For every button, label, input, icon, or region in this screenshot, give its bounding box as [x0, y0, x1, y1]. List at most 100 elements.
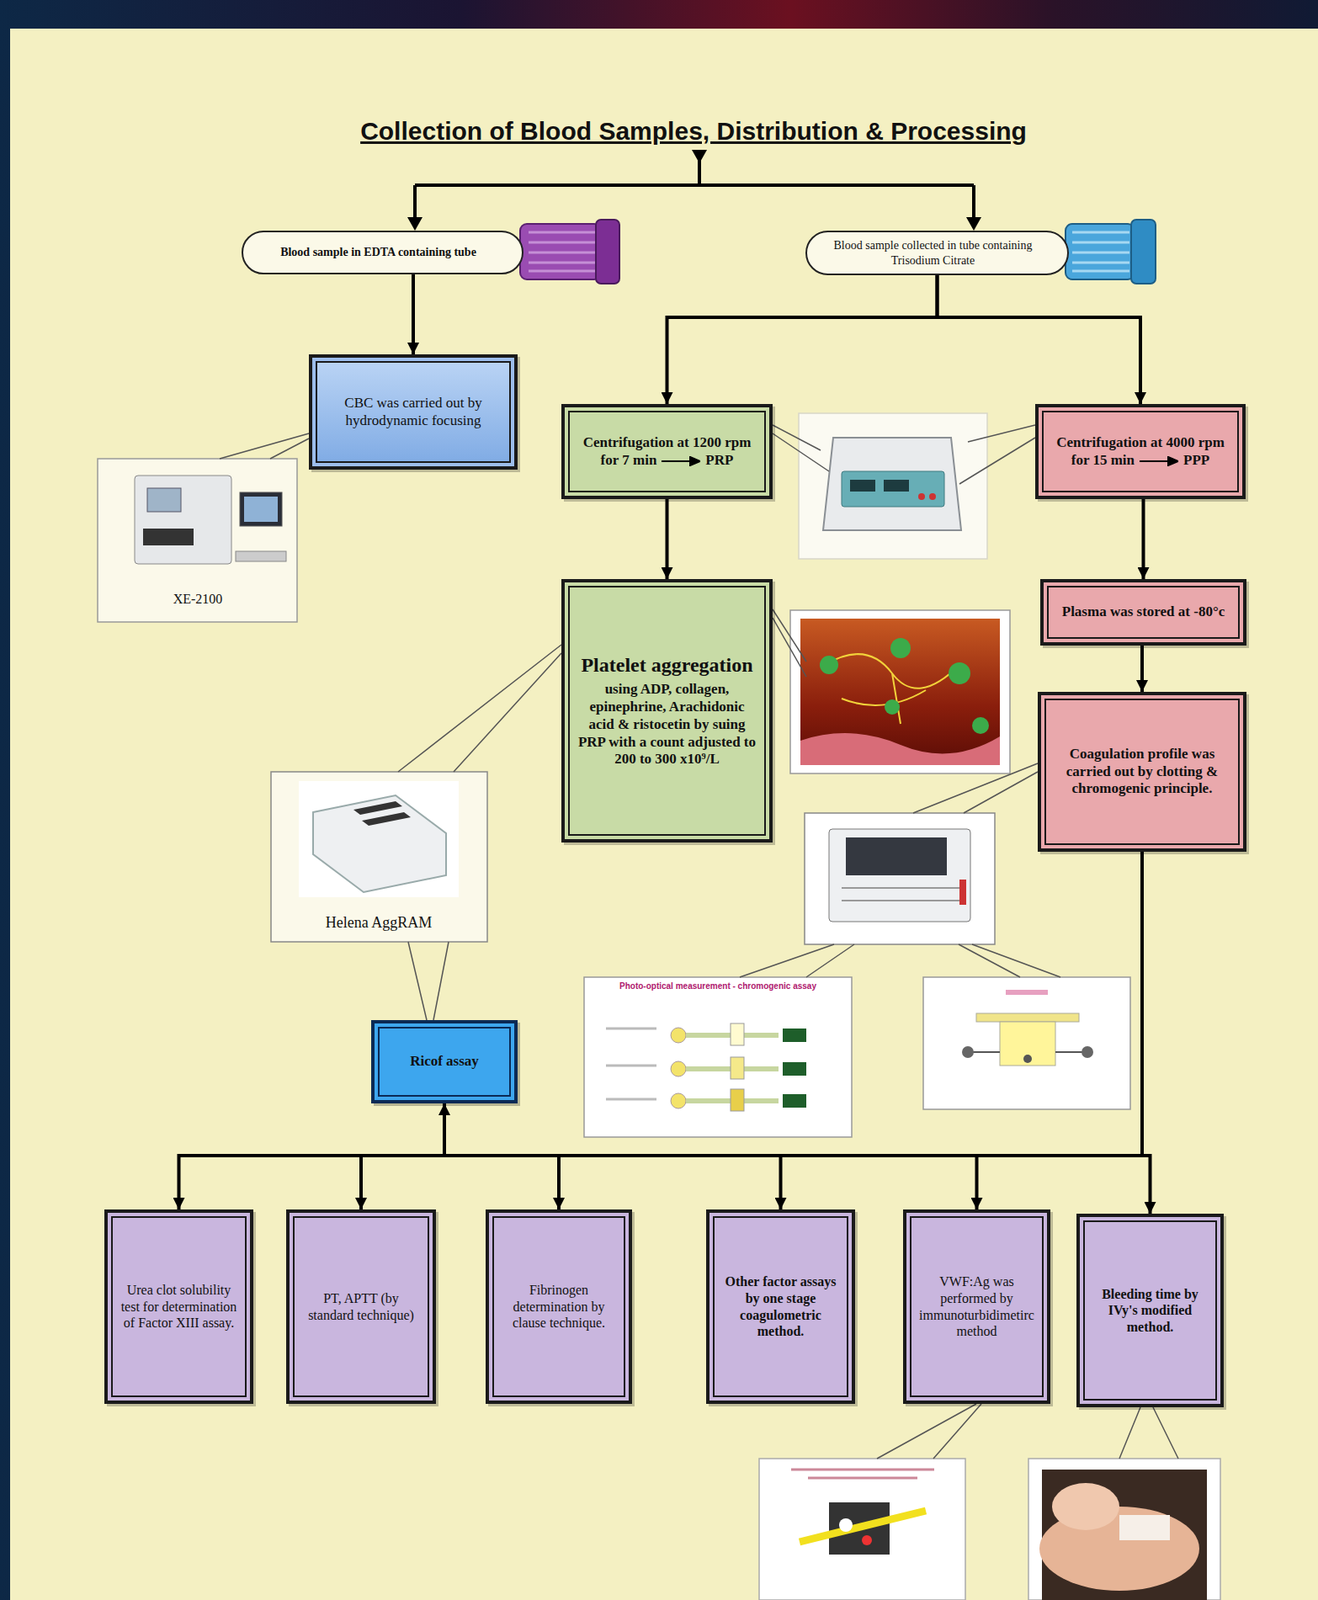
picture-frame [804, 813, 995, 945]
connector-arrow [361, 851, 1143, 1210]
arrow-head [691, 149, 707, 164]
connector-arrow [1142, 499, 1146, 580]
clot-coil [1081, 1046, 1094, 1058]
platelet-cell [948, 662, 971, 685]
readout [782, 1028, 807, 1042]
panel-heading-bar [1005, 989, 1048, 995]
inline-arrow-shape [661, 457, 701, 466]
tube-cap [595, 219, 620, 284]
node-text-group: PT, APTT (by standard technique) [301, 1290, 421, 1324]
process-box: Coagulation profile was carried out by c… [1037, 691, 1247, 852]
node-text: Urea clot solubility test for determinat… [119, 1281, 239, 1332]
title-connector [414, 151, 974, 219]
light-beam [799, 1510, 926, 1542]
node-text: Blood sample in EDTA containing tube [256, 244, 500, 260]
node-text-group: Platelet aggregationusing ADP, collagen,… [576, 653, 758, 769]
sample-tube-label: Blood sample in EDTA containing tube [241, 230, 524, 275]
inline-arrow [1139, 456, 1179, 467]
picture-caption: XE-2100 [113, 591, 282, 607]
process-box: CBC was carried out by hydrodynamic focu… [308, 354, 518, 470]
clot-device-top [976, 1013, 1079, 1022]
blotting-paper [1119, 1514, 1170, 1541]
connector-arrow [781, 851, 1143, 1210]
diagram-title: Collection of Blood Samples, Distributio… [188, 116, 1199, 147]
node-text: Blood sample collected in tube containin… [820, 238, 1046, 267]
leader-line [219, 425, 1179, 1459]
clot-coil [961, 1046, 974, 1058]
connector-arrow [1140, 645, 1144, 692]
node-text-group: Urea clot solubility test for determinat… [119, 1281, 239, 1332]
particle [861, 1535, 872, 1546]
pathway-image [800, 618, 1000, 766]
picture-frame [1028, 1458, 1221, 1600]
centrifuge-display [883, 479, 909, 492]
cuvette [730, 1023, 745, 1046]
lamp [670, 1027, 686, 1043]
connector-arrow [179, 851, 1143, 1210]
lamp [670, 1093, 686, 1109]
platelet-cell [972, 717, 989, 734]
tube-ridges [1072, 232, 1130, 272]
vessel-wall [800, 733, 1000, 766]
photo-ground [298, 781, 459, 898]
node-text: Bleeding time by IVy's modified method. [1091, 1286, 1209, 1336]
node-text: Platelet aggregation [576, 653, 758, 678]
node-text: Ricof assay [386, 1052, 503, 1071]
connector-arrow [558, 851, 1143, 1210]
computer-keyboard [235, 551, 287, 562]
readout [782, 1062, 807, 1076]
analyzer-window [845, 837, 947, 876]
tube-icon [1065, 223, 1135, 280]
analyzer-slot [143, 528, 194, 546]
node-text-group: Coagulation profile was carried out by c… [1052, 745, 1232, 798]
connector-arrow [444, 851, 1143, 1156]
aggregometer-slots [353, 801, 411, 826]
process-box: Centrifugation at 1200 rpm for 7 minPRP [561, 403, 773, 500]
node-text: Coagulation profile was carried out by c… [1052, 745, 1232, 798]
cuvette [730, 1057, 745, 1079]
node-text: Other factor assays by one stage coagulo… [721, 1273, 840, 1340]
picture-caption: Photo-optical measurement - chromogenic … [591, 981, 845, 991]
platelet-cell [884, 699, 900, 715]
test-box: Bleeding time by IVy's modified method. [1076, 1213, 1224, 1408]
picture-frame [97, 458, 298, 622]
tube-icon [520, 223, 601, 280]
clot-cuvette [999, 1021, 1056, 1066]
node-text-group: Blood sample collected in tube containin… [820, 238, 1046, 267]
process-box: Platelet aggregationusing ADP, collagen,… [561, 579, 773, 843]
row-caption-bar [605, 1028, 657, 1100]
picture-caption: Helena AggRAM [277, 914, 480, 932]
test-box: Urea clot solubility test for determinat… [104, 1209, 254, 1404]
computer-monitor [239, 492, 282, 527]
analyzer-drawers [841, 887, 960, 901]
node-subtext: using ADP, collagen, epinephrine, Arachi… [576, 680, 758, 769]
node-text: Fibrinogen determination by clause techn… [500, 1281, 617, 1332]
inline-arrow-shape [1139, 457, 1179, 466]
cuvette [730, 1089, 745, 1111]
picture-frame [798, 413, 988, 559]
clot-wire [967, 1051, 1088, 1053]
connector-arrow [937, 275, 1142, 404]
node-text-group: Ricof assay [386, 1052, 503, 1071]
hand [1052, 1482, 1120, 1531]
readout [782, 1094, 807, 1108]
test-box: VWF:Ag was performed by immunoturbidimet… [903, 1209, 1051, 1404]
connector-arrow [667, 275, 938, 404]
platelet-cell [819, 655, 839, 675]
connector-arrow [1142, 851, 1151, 1214]
node-text-group: Fibrinogen determination by clause techn… [500, 1281, 617, 1332]
node-subtext: PPP [1183, 451, 1210, 468]
analyzer-mark [959, 879, 967, 905]
node-text-group: Plasma was stored at -80°c [1055, 603, 1232, 622]
node-text-group: Bleeding time by IVy's modified method. [1091, 1286, 1209, 1336]
test-box: Other factor assays by one stage coagulo… [706, 1209, 856, 1404]
connector-arrow [665, 499, 670, 580]
node-text-group: VWF:Ag was performed by immunoturbidimet… [918, 1273, 1036, 1340]
centrifuge-button [918, 493, 925, 500]
picture-frame [923, 977, 1131, 1110]
pathway-lines [824, 653, 960, 724]
picture-frame [271, 771, 488, 942]
node-text-group: Centrifugation at 4000 rpm for 15 minPPP [1050, 434, 1231, 469]
process-box: Plasma was stored at -80°c [1040, 579, 1247, 646]
